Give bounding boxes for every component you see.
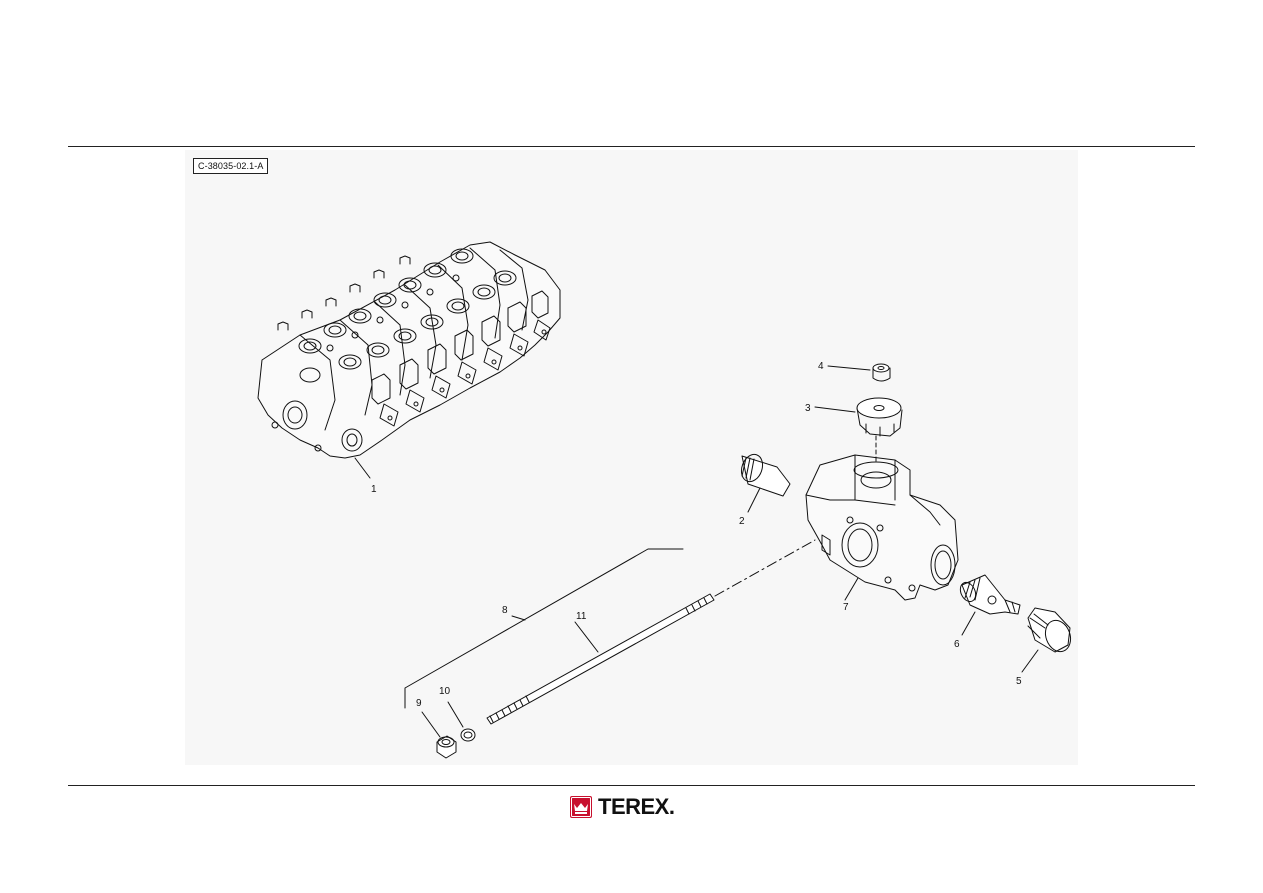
callout-8: 8 [502,605,508,616]
kit-bracket-part-8 [404,548,684,709]
callout-9: 9 [416,698,422,709]
callout-2: 2 [739,516,745,527]
callout-7: 7 [843,602,849,613]
figure-reference-code: C-38035-02.1-A [193,158,269,174]
crown-logo-icon [570,796,592,818]
callout-4: 4 [818,361,824,372]
cap-part-5 [1021,607,1072,673]
small-plug-part-4 [827,363,891,382]
footer-rule [68,785,1195,786]
callout-10: 10 [439,686,451,697]
manifold-housing-part-7 [805,435,959,601]
terex-logo: TEREX. [570,794,675,819]
cartridge-valve-part-6 [959,574,1021,636]
callout-1: 1 [371,484,377,495]
threaded-rod-part-11 [486,539,816,725]
callout-5: 5 [1016,676,1022,687]
header-rule [68,146,1195,147]
nut-part-9 [421,711,457,759]
washer-part-10 [447,701,476,742]
brand-wordmark: TEREX. [598,794,675,819]
callout-11: 11 [576,611,587,622]
callout-3: 3 [805,403,811,414]
callout-6: 6 [954,639,960,650]
control-valve-bank [257,241,561,479]
side-plug-part-2 [740,453,791,513]
drawing-panel [185,150,1078,765]
hex-plug-part-3 [814,397,903,437]
